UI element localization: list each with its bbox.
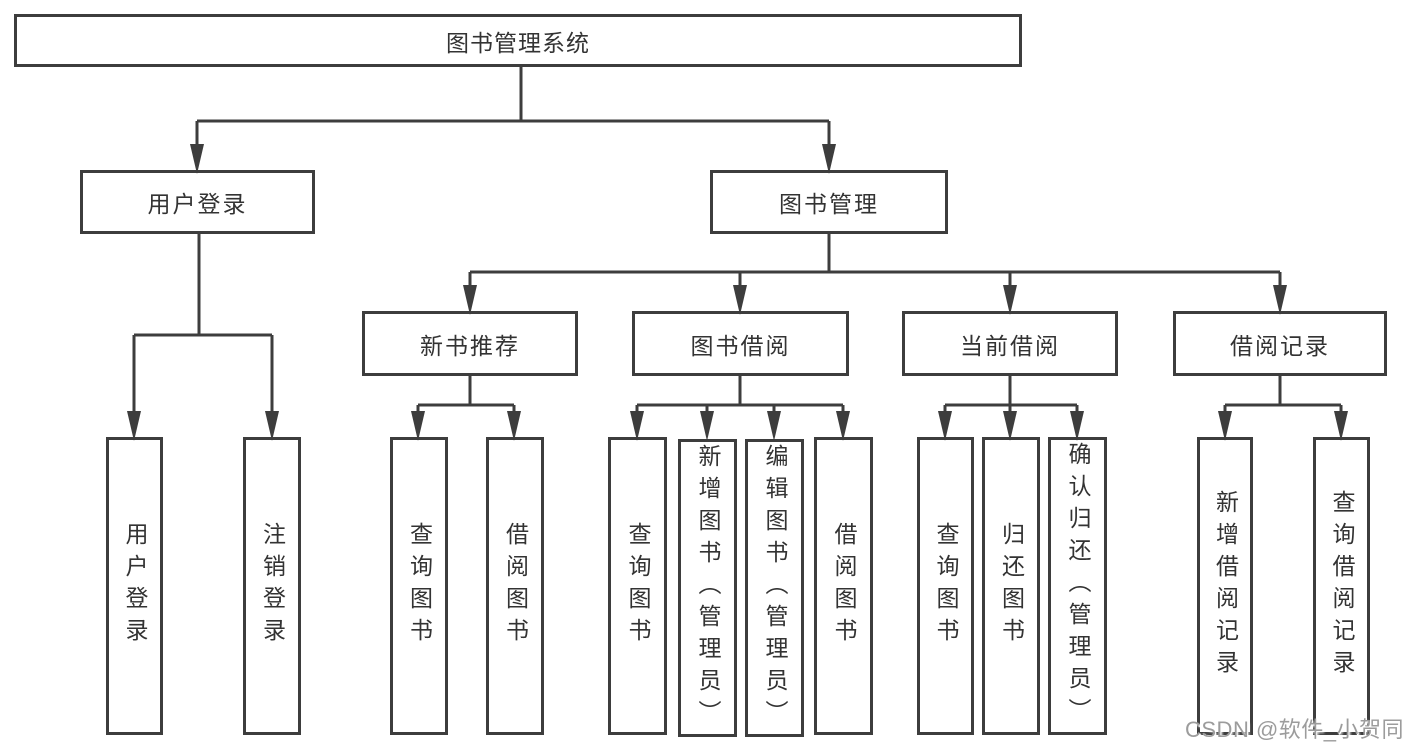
connector-root-to-level2 [190, 67, 836, 174]
leaf-query-books-recommend: 查询图书 [390, 437, 448, 735]
node-library-management-system: 图书管理系统 [14, 14, 1022, 67]
node-book-management: 图书管理 [710, 170, 948, 234]
leaf-label: 查询借阅记录 [1329, 490, 1355, 682]
connector-new-book-recommend-to-leaves [411, 376, 521, 441]
node-new-book-recommend: 新书推荐 [362, 311, 578, 376]
node-borrow-records: 借阅记录 [1173, 311, 1387, 376]
leaf-return-books: 归还图书 [982, 437, 1040, 735]
node-current-borrowing: 当前借阅 [902, 311, 1118, 376]
leaf-label: 注销登录 [259, 522, 286, 650]
leaf-label: 借阅图书 [502, 522, 529, 650]
node-book-borrowing: 图书借阅 [632, 311, 849, 376]
arrowhead-icon [700, 411, 714, 441]
leaf-label: 借阅图书 [831, 522, 857, 650]
leaf-logout: 注销登录 [243, 437, 301, 735]
leaf-query-books-current: 查询图书 [917, 437, 974, 735]
connector-borrow-records-to-leaves [1218, 376, 1348, 441]
connector-book-management-to-level3 [463, 234, 1287, 315]
leaf-label: 确认归还（管理员） [1065, 442, 1091, 730]
leaf-label: 查询图书 [625, 522, 651, 650]
leaf-label: 新增借阅记录 [1212, 490, 1239, 682]
leaf-borrow-books-recommend: 借阅图书 [486, 437, 544, 735]
leaf-confirm-return-admin: 确认归还（管理员） [1048, 437, 1107, 735]
arrowhead-icon [767, 411, 781, 441]
leaf-borrow-books-borrowing: 借阅图书 [814, 437, 873, 735]
leaf-label: 新增图书（管理员） [695, 444, 721, 732]
leaf-user-login: 用户登录 [106, 437, 163, 735]
leaf-add-borrow-record: 新增借阅记录 [1197, 437, 1253, 735]
leaf-query-borrow-record: 查询借阅记录 [1313, 437, 1370, 735]
connector-user-login-to-leaves [127, 234, 279, 441]
csdn-watermark: CSDN @软件_小贺同学 [1185, 717, 1405, 742]
leaf-label: 编辑图书（管理员） [762, 444, 788, 732]
connector-current-borrowing-to-leaves [938, 376, 1084, 441]
leaf-add-books-admin: 新增图书（管理员） [678, 439, 737, 737]
leaf-edit-books-admin: 编辑图书（管理员） [745, 439, 804, 737]
leaf-query-books-borrowing: 查询图书 [608, 437, 667, 735]
leaf-label: 查询图书 [406, 522, 433, 650]
connector-book-borrowing-to-leaves [630, 376, 850, 441]
node-user-login: 用户登录 [80, 170, 315, 234]
leaf-label: 归还图书 [998, 522, 1025, 650]
leaf-label: 查询图书 [933, 522, 959, 650]
leaf-label: 用户登录 [122, 522, 148, 650]
